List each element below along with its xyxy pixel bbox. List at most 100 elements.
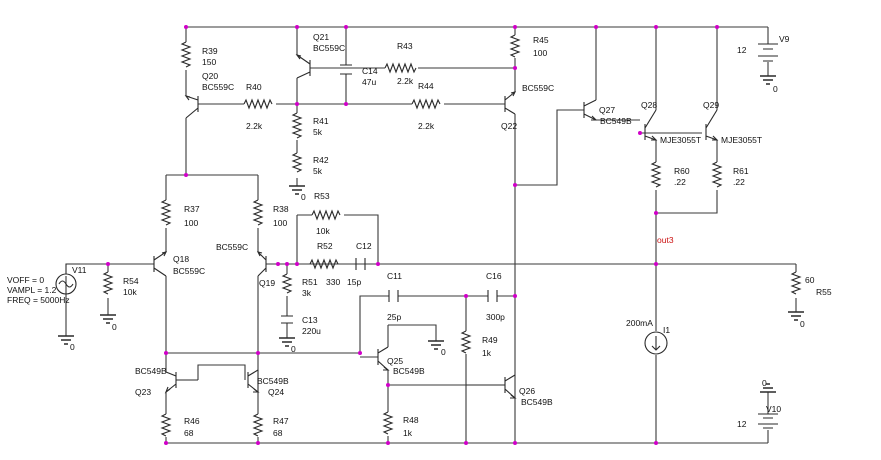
label-r45-ref: R45 (533, 35, 549, 45)
resistor-r40 (243, 98, 273, 110)
label-r60-ref: R60 (674, 166, 690, 176)
label-q25-ref: Q25 (387, 356, 403, 366)
resistor-r45 (509, 34, 521, 58)
label-v9-ref: V9 (779, 34, 790, 44)
label-c11-value: 25p (387, 312, 401, 322)
label-r48-value: 1k (403, 428, 413, 438)
resistor-r60 (650, 161, 662, 188)
label-q26-value: BC549B (521, 397, 553, 407)
label-q29-value: MJE3055T (721, 135, 762, 145)
label-r54-ref: R54 (123, 276, 139, 286)
resistor-r53 (311, 209, 341, 221)
label-q23-ref: Q23 (135, 387, 151, 397)
label-r49-ref: R49 (482, 335, 498, 345)
label-r55-value: 60 (805, 275, 815, 285)
label-c12-ref: C12 (356, 241, 372, 251)
resistor-r54 (102, 271, 114, 295)
battery-v9 (758, 43, 778, 62)
ground-icon (788, 311, 804, 321)
capacitors (281, 64, 498, 324)
transistor-q22 (504, 91, 517, 115)
label-q22-value: BC559C (522, 83, 554, 93)
ground-icon (760, 383, 776, 393)
resistor-r44 (411, 98, 441, 110)
label-r48-ref: R48 (403, 415, 419, 425)
transistor-q18 (153, 251, 168, 277)
ground-icon (428, 340, 444, 350)
label-r40-value: 2.2k (246, 121, 263, 131)
label-c16-ref: C16 (486, 271, 502, 281)
resistor-r48 (382, 411, 394, 435)
current-source-i1 (644, 331, 668, 355)
label-r60-value: .22 (674, 177, 686, 187)
resistor-r55 (790, 271, 802, 295)
label-r38-ref: R38 (273, 204, 289, 214)
label-r44-value: 2.2k (418, 121, 435, 131)
label-q24-value: BC549B (257, 376, 289, 386)
label-r53-ref: R53 (314, 191, 330, 201)
label-q22-ref: Q22 (501, 121, 517, 131)
resistor-r38 (252, 199, 264, 226)
label-q20-value: BC559C (202, 82, 234, 92)
transistor-q20 (184, 95, 199, 119)
label-q24-ref: Q24 (268, 387, 284, 397)
grounds (58, 75, 804, 393)
junction-dots (106, 25, 719, 445)
label-q28-ref: Q28 (641, 100, 657, 110)
resistor-r37 (160, 199, 172, 226)
resistor-r51 (281, 273, 293, 294)
ground-label: 0 (112, 322, 117, 332)
label-i1-value: 200mA (626, 318, 653, 328)
label-c12-value: 15p (347, 277, 361, 287)
label-v11-freq: FREQ = 5000Hz (7, 295, 70, 305)
label-v10-ref: V10 (766, 404, 781, 414)
ground-label: 0 (70, 342, 75, 352)
ground-label: 0 (800, 319, 805, 329)
label-i1-ref: I1 (663, 325, 670, 335)
ground-label: 0 (301, 192, 306, 202)
resistor-r47 (252, 413, 264, 437)
label-v9-value: 12 (737, 45, 747, 55)
transistor-q26 (466, 374, 517, 399)
transistor-q21 (295, 54, 311, 79)
label-v11-voff: VOFF = 0 (7, 275, 44, 285)
label-r44-ref: R44 (418, 81, 434, 91)
label-r53-value: 10k (316, 226, 330, 236)
ground-icon (58, 335, 74, 345)
label-c14-ref: C14 (362, 66, 378, 76)
label-r39-ref: R39 (202, 46, 218, 56)
label-q20-ref: Q20 (202, 71, 218, 81)
label-r37-ref: R37 (184, 204, 200, 214)
label-v11-ref: V11 (72, 265, 87, 275)
ground-icon (100, 314, 116, 324)
label-q27-ref: Q27 (599, 105, 615, 115)
ground-icon (289, 185, 305, 195)
resistor-r43 (384, 62, 417, 74)
ground-label: 0 (291, 344, 296, 354)
label-r40-ref: R40 (246, 82, 262, 92)
label-v10-value: 12 (737, 419, 747, 429)
label-r42-value: 5k (313, 166, 323, 176)
label-r39-value: 150 (202, 57, 216, 67)
ground-label: 0 (441, 347, 446, 357)
label-q19-value: BC559C (216, 242, 248, 252)
label-q26-ref: Q26 (519, 386, 535, 396)
resistor-r52 (309, 258, 339, 270)
transistor-q28 (644, 109, 658, 141)
label-r38-value: 100 (273, 218, 287, 228)
label-r46-value: 68 (184, 428, 194, 438)
capacitor-c11 (388, 290, 399, 302)
label-r52-value: 330 (326, 277, 340, 287)
label-q18-value: BC559C (173, 266, 205, 276)
label-r61-ref: R61 (733, 166, 749, 176)
ground-icon (760, 75, 776, 85)
resistor-r49 (460, 330, 472, 354)
label-q21-value: BC559C (313, 43, 345, 53)
transistor-q29 (705, 109, 719, 141)
label-r51-value: 3k (302, 288, 312, 298)
ground-label: 0 (762, 378, 767, 388)
label-q23-value: BC549B (135, 366, 167, 376)
transistor-q19 (256, 251, 267, 277)
capacitor-c12 (355, 258, 366, 270)
